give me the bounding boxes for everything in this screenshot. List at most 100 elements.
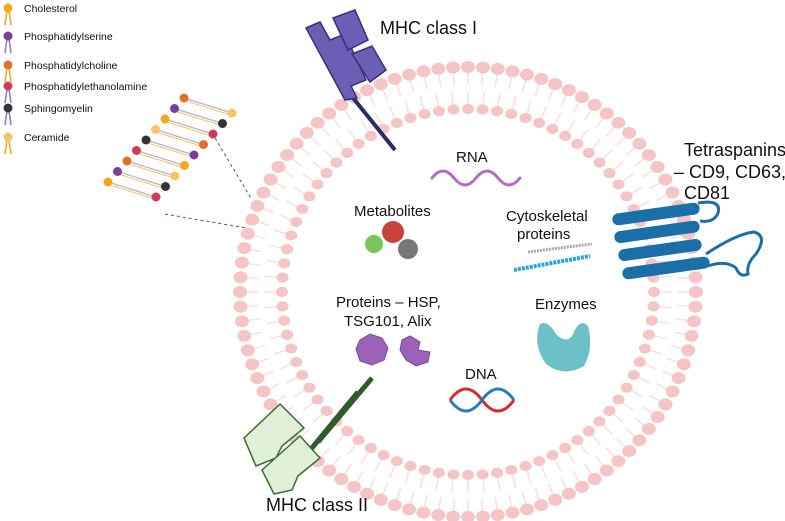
mhc-class-2-label: MHC class II (266, 495, 368, 515)
lipid-head (533, 117, 546, 129)
legend-item: Phosphatidylserine (3, 31, 113, 54)
lipid-head-icon (151, 125, 160, 134)
lipid-head (311, 179, 324, 190)
lipid-head-icon (189, 150, 199, 160)
lipid-head (364, 130, 377, 142)
lipid-head (416, 506, 431, 519)
legend-item: Sphingomyelin (3, 103, 93, 126)
dna-helix-icon (448, 387, 516, 413)
lipid-head (632, 434, 647, 447)
lipid-head (520, 68, 535, 81)
proteins-label-line2: TSG101, Alix (344, 313, 432, 330)
lipid-head (599, 464, 614, 477)
dna-label: DNA (465, 366, 497, 383)
lipid-head (620, 191, 633, 202)
lipid-head (603, 168, 616, 179)
lipid-head (612, 179, 625, 190)
lipid-head (432, 467, 445, 478)
lipid-head-icon (3, 81, 13, 91)
lipid-head (256, 186, 271, 199)
lipid-head (281, 329, 294, 340)
lipid-head (561, 487, 576, 500)
lipid-head (491, 106, 504, 117)
lipid-head (641, 423, 656, 435)
lipid-head (622, 445, 637, 458)
lipid-head (627, 369, 640, 381)
lipid-head (587, 473, 602, 486)
lipid-head-icon (3, 60, 13, 70)
legend-label: Phosphatidylserine (24, 31, 113, 43)
lipid-head (281, 244, 294, 255)
lipid-head (401, 68, 416, 81)
lipid-head-icon (161, 182, 170, 191)
lipid-head (276, 301, 289, 312)
lipid-head (278, 315, 291, 326)
lipid-head (676, 358, 691, 371)
lipid-legend: CholesterolPhosphatidylserinePhosphatidy… (3, 3, 147, 155)
lipid-head (278, 258, 291, 269)
lipid-head (256, 385, 271, 398)
lipid-head (571, 138, 584, 150)
lipid-head (250, 199, 265, 212)
lipid-head (240, 344, 255, 357)
lipid-head (322, 464, 337, 477)
legend-label: Cholesterol (24, 3, 77, 15)
metabolite-blob-grey (398, 239, 418, 259)
lipid-head-icon (227, 108, 237, 118)
legend-item: Cholesterol (3, 3, 77, 26)
lipid-head (633, 356, 646, 368)
lipid-head-icon (179, 93, 189, 103)
lipid-head (461, 511, 475, 521)
lipid-head (330, 157, 343, 168)
lipid-head (320, 405, 333, 416)
lipid-head (418, 108, 431, 120)
lipid-head (285, 230, 298, 241)
lipid-head (688, 271, 703, 284)
metabolites-label: Metabolites (354, 203, 431, 220)
lipid-head (548, 78, 563, 91)
lipid-head (373, 493, 388, 506)
tetraspanins-label-line2: – CD9, CD63, (674, 162, 785, 182)
lipid-head (233, 300, 248, 313)
lipid-head (505, 464, 518, 476)
lipid-head-icon (141, 135, 151, 145)
lipid-head-icon (122, 156, 132, 166)
lipid-head (276, 286, 288, 298)
lipid-head-icon (170, 104, 179, 113)
lipid-head (271, 161, 286, 173)
lipid-head (520, 503, 535, 516)
lipid-head (505, 108, 518, 120)
lipid-head (462, 469, 474, 481)
lipid-head (642, 329, 655, 340)
lipid-head (622, 126, 637, 139)
lipid-head (519, 112, 532, 124)
lipid-head (360, 487, 375, 500)
cytoskeletal-label-line2: proteins (517, 226, 570, 243)
lipid-head (310, 116, 325, 129)
lipid-head (519, 460, 532, 472)
lipid-head (341, 147, 354, 158)
lipid-head (390, 455, 403, 467)
lipid-head (322, 107, 337, 120)
lipid-head (404, 112, 417, 124)
lipid-head-icon (3, 31, 13, 41)
lipid-head (416, 65, 431, 78)
lipid-head (611, 455, 626, 468)
legend-label: Sphingomyelin (24, 103, 93, 115)
lipid-head (245, 213, 260, 226)
lipid-head (534, 72, 549, 85)
lipid-head (401, 503, 416, 516)
lipid-head (559, 130, 572, 142)
lipid-head (461, 61, 475, 73)
lipid-head (387, 499, 402, 512)
lipid-head-icon (199, 140, 208, 149)
lipid-head (418, 464, 431, 476)
lipid-head (475, 510, 490, 521)
protein-blob-icon (355, 333, 431, 367)
lipid-head (431, 509, 446, 521)
lipid-head (599, 107, 614, 120)
lipid-head (237, 329, 252, 342)
enzyme-icon (537, 323, 591, 372)
lipid-head (233, 286, 247, 298)
lipid-head (632, 137, 647, 150)
